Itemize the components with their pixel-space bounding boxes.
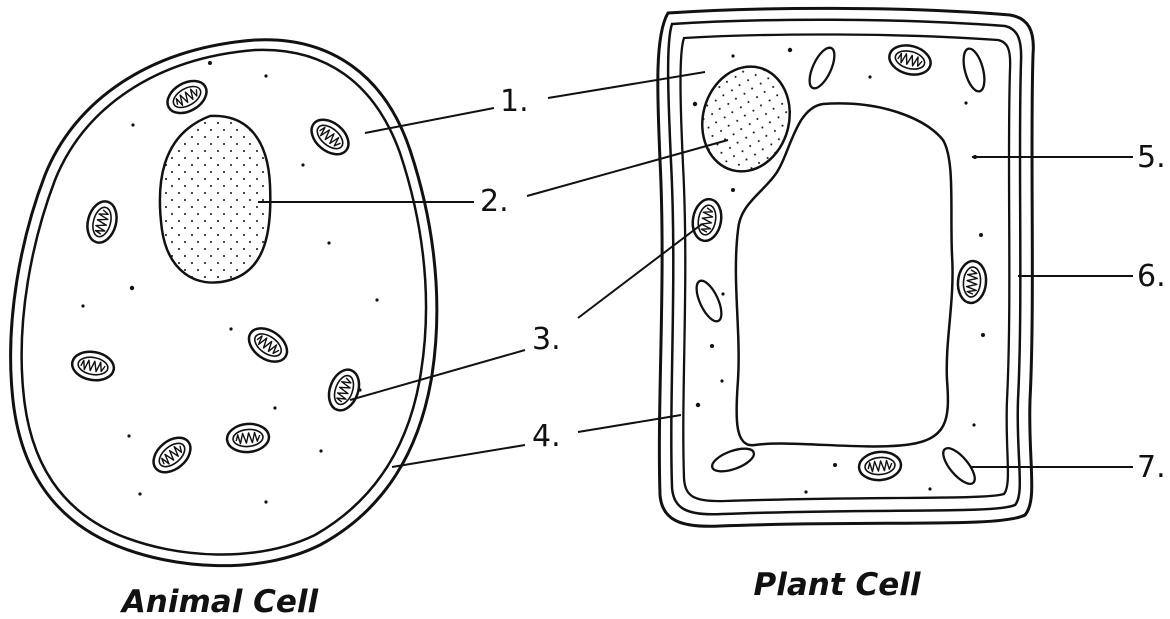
animal-cell-title: Animal Cell [119, 584, 319, 619]
plant-cell [658, 8, 1034, 526]
animal-cell [11, 40, 437, 566]
label-5: 5. [1137, 140, 1166, 175]
plant-cell-title: Plant Cell [754, 567, 921, 603]
animal-nucleus [160, 116, 270, 283]
label-7: 7. [1137, 450, 1166, 485]
label-4: 4. [532, 419, 561, 454]
label-6: 6. [1137, 259, 1166, 294]
label-1: 1. [500, 84, 529, 119]
label-3: 3. [532, 322, 561, 357]
label-2: 2. [480, 184, 509, 219]
